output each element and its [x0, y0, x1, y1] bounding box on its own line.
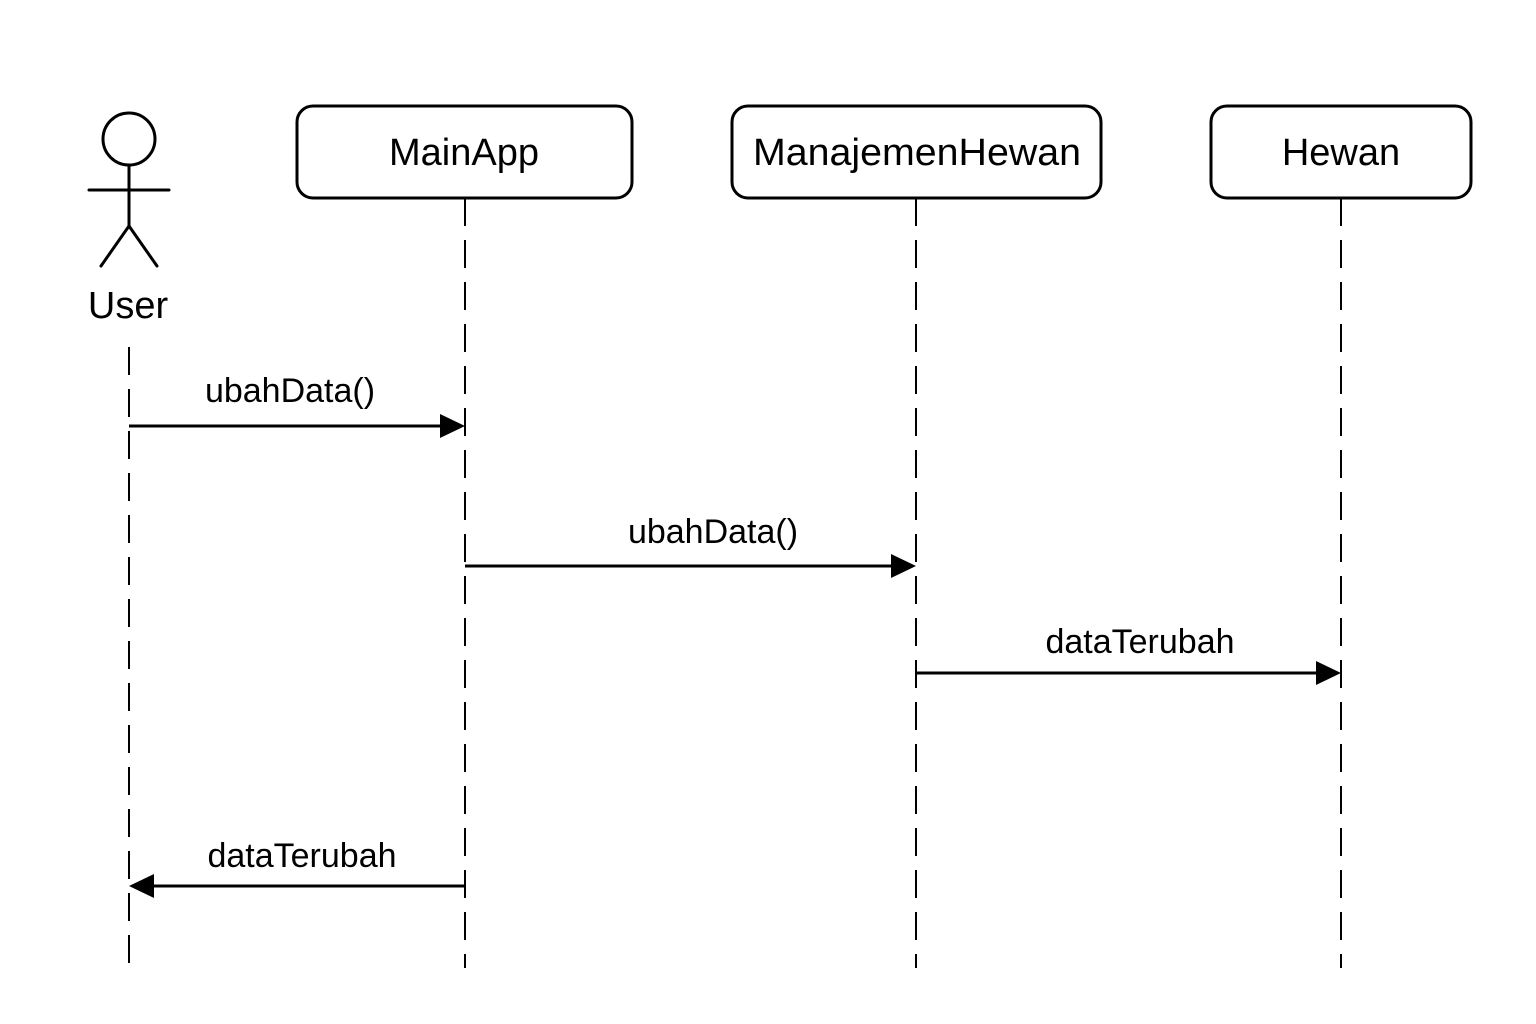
participant-manajemenhewan: ManajemenHewan	[730, 104, 1103, 200]
participant-box	[1209, 104, 1473, 200]
message-2: ubahData()	[465, 513, 916, 578]
participant-hewan: Hewan	[1209, 104, 1473, 200]
arrowhead	[891, 554, 916, 578]
actor-head	[101, 111, 157, 167]
participant-label: Hewan	[1282, 132, 1400, 174]
message-3: dataTerubah	[916, 623, 1341, 685]
arrowhead	[440, 414, 465, 438]
participant-label: ManajemenHewan	[753, 132, 1081, 174]
participant-label: MainApp	[389, 132, 539, 174]
arrowhead	[129, 874, 154, 898]
arrowhead	[1316, 661, 1341, 685]
participant-box	[730, 104, 1103, 200]
stick-figure-icon	[87, 111, 171, 268]
participant-mainapp: MainApp	[295, 104, 634, 200]
message-label: dataTerubah	[207, 837, 396, 875]
message-label: ubahData()	[628, 513, 798, 551]
actor-label: User	[88, 285, 169, 327]
message-4: dataTerubah	[129, 837, 465, 898]
message-1: ubahData()	[129, 372, 465, 438]
actor-right-leg	[127, 224, 159, 268]
actor-user: User	[87, 111, 171, 327]
message-label: ubahData()	[205, 372, 375, 410]
actor-left-leg	[99, 224, 131, 268]
participant-box	[295, 104, 634, 200]
message-label: dataTerubah	[1045, 623, 1234, 661]
